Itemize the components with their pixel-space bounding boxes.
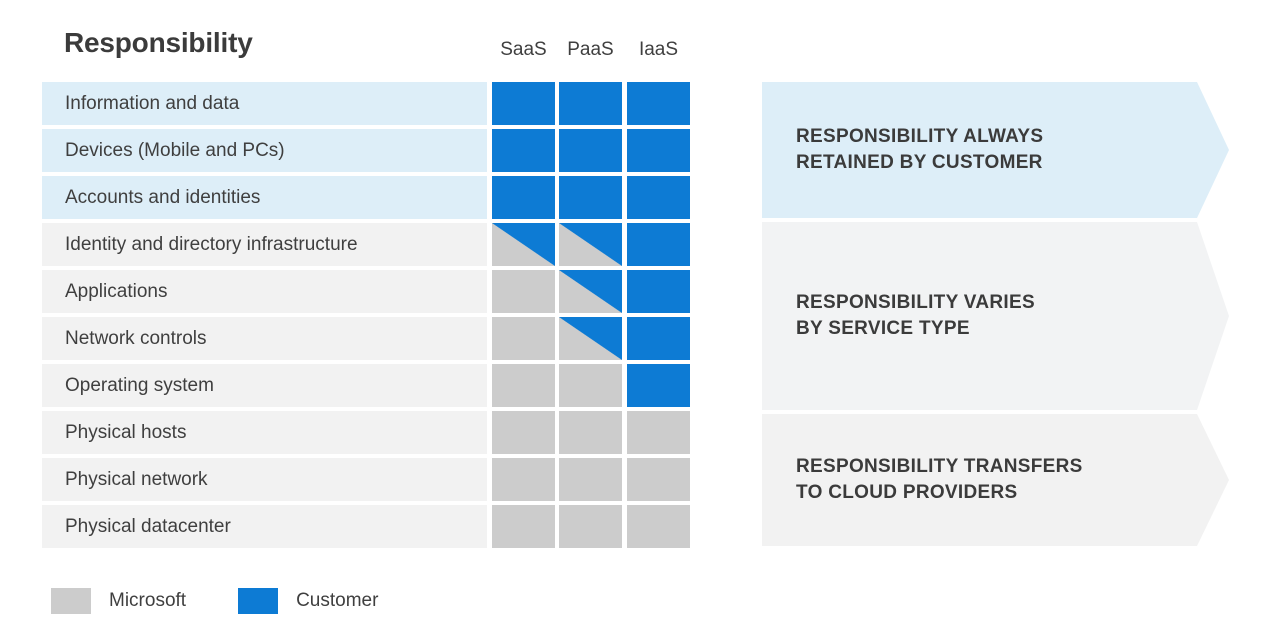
table-row: Information and data (42, 82, 690, 129)
table-row: Devices (Mobile and PCs) (42, 129, 690, 176)
row-label: Information and data (42, 82, 487, 125)
matrix-cell-iaas (627, 82, 690, 125)
matrix-cell-paas (559, 176, 622, 219)
matrix-cell-saas (492, 82, 555, 125)
column-header-saas: SaaS (500, 39, 547, 60)
row-label: Network controls (42, 317, 487, 360)
matrix-cell-paas (559, 505, 622, 548)
matrix-cell-paas (559, 317, 622, 360)
table-row: Network controls (42, 317, 690, 364)
matrix-cell-saas (492, 411, 555, 454)
legend: Microsoft Customer (51, 588, 430, 614)
legend-swatch-blue (238, 588, 279, 614)
matrix-cell-paas (559, 411, 622, 454)
matrix-cell-saas (492, 317, 555, 360)
banner-responsibility-retained: RESPONSIBILITY ALWAYS RETAINED BY CUSTOM… (762, 82, 1229, 218)
matrix-cell-iaas (627, 129, 690, 172)
matrix-cell-paas (559, 458, 622, 501)
matrix-cell-iaas (627, 223, 690, 266)
banner-responsibility-varies: RESPONSIBILITY VARIES BY SERVICE TYPE (762, 222, 1229, 410)
matrix-cell-paas (559, 270, 622, 313)
row-label: Accounts and identities (42, 176, 487, 219)
matrix-cell-saas (492, 364, 555, 407)
matrix-cell-saas (492, 458, 555, 501)
matrix-cell-iaas (627, 317, 690, 360)
matrix-cell-paas (559, 129, 622, 172)
legend-item: Customer (238, 588, 378, 614)
matrix-cell-paas (559, 82, 622, 125)
row-label: Physical network (42, 458, 487, 501)
matrix-cell-paas (559, 223, 622, 266)
legend-label: Customer (296, 590, 379, 611)
table-row: Applications (42, 270, 690, 317)
legend-label: Microsoft (109, 590, 187, 611)
matrix-cell-paas (559, 364, 622, 407)
row-label: Operating system (42, 364, 487, 407)
banner-label: RESPONSIBILITY TRANSFERS TO CLOUD PROVID… (796, 456, 1083, 503)
banner-label: RESPONSIBILITY ALWAYS RETAINED BY CUSTOM… (796, 126, 1044, 173)
matrix-cell-saas (492, 129, 555, 172)
banner-label: RESPONSIBILITY VARIES BY SERVICE TYPE (796, 292, 1035, 339)
matrix-cell-saas (492, 176, 555, 219)
row-label: Devices (Mobile and PCs) (42, 129, 487, 172)
matrix-cell-iaas (627, 270, 690, 313)
matrix-cell-iaas (627, 505, 690, 548)
legend-item: Microsoft (51, 588, 186, 614)
table-row: Physical datacenter (42, 505, 690, 552)
table-row: Physical hosts (42, 411, 690, 458)
table-row: Operating system (42, 364, 690, 411)
page-title: Responsibility (64, 27, 253, 58)
matrix-cell-saas (492, 223, 555, 266)
row-label: Identity and directory infrastructure (42, 223, 487, 266)
matrix-cell-iaas (627, 411, 690, 454)
row-label: Physical hosts (42, 411, 487, 454)
table-row: Identity and directory infrastructure (42, 223, 690, 270)
banner-responsibility-transfers: RESPONSIBILITY TRANSFERS TO CLOUD PROVID… (762, 414, 1229, 546)
legend-swatch-gray (51, 588, 91, 614)
row-label: Physical datacenter (42, 505, 487, 548)
matrix-cell-saas (492, 505, 555, 548)
column-header-iaas: IaaS (638, 39, 679, 60)
column-header-paas: PaaS (567, 39, 614, 60)
table-row: Physical network (42, 458, 690, 505)
matrix-cell-iaas (627, 364, 690, 407)
table-row: Accounts and identities (42, 176, 690, 223)
matrix-cell-saas (492, 270, 555, 313)
matrix-cell-iaas (627, 458, 690, 501)
row-label: Applications (42, 270, 487, 313)
matrix-cell-iaas (627, 176, 690, 219)
